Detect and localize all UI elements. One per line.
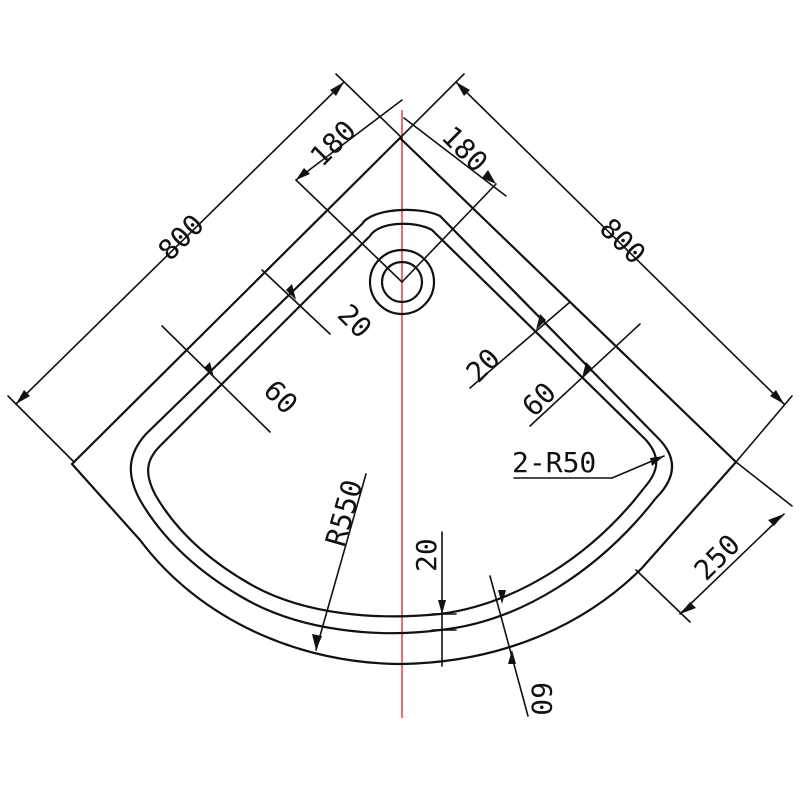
arrowhead <box>296 168 310 180</box>
arrowhead <box>680 602 696 614</box>
arrowhead <box>536 314 546 330</box>
dim-line-drain-right <box>403 117 507 197</box>
dim-line-wall-bottom <box>489 575 529 717</box>
arrowhead <box>438 600 446 614</box>
arrowhead <box>456 82 470 96</box>
arrowhead <box>508 650 516 664</box>
dim-line-rim-right <box>469 301 571 389</box>
drain-inner-ring <box>380 260 424 304</box>
dim-label-rim-left: 20 <box>331 298 378 345</box>
ext-line <box>735 461 793 507</box>
dim-label-width-left: 800 <box>152 208 211 267</box>
arrowhead <box>204 362 214 378</box>
arrowhead <box>312 634 322 650</box>
ext-line <box>335 73 403 139</box>
arrowhead <box>286 284 296 300</box>
arrowhead <box>16 390 30 404</box>
ext-line <box>635 569 691 623</box>
dim-line-drain-left <box>295 99 403 181</box>
dim-label-wall-left: 60 <box>257 374 304 421</box>
arrowhead <box>482 170 496 184</box>
dim-label-corner-radius: 2-R50 <box>512 446 596 479</box>
arrowhead <box>582 362 592 378</box>
arrowhead <box>650 456 664 466</box>
ext-line <box>399 73 465 139</box>
dim-label-front-radius: R550 <box>319 476 369 550</box>
drain-outer-ring <box>368 248 436 316</box>
dim-label-drain-left: 180 <box>304 114 363 173</box>
dim-line-side-length <box>679 513 785 615</box>
dim-line-width-left <box>15 81 345 405</box>
dim-label-side-length: 250 <box>688 528 747 587</box>
ext-line <box>7 395 75 463</box>
arrowhead <box>498 590 506 604</box>
ext-line <box>735 395 793 463</box>
dim-line-wall-left <box>161 325 271 433</box>
dim-label-drain-right: 180 <box>435 120 494 179</box>
dim-label-wall-right: 60 <box>516 376 563 423</box>
arrowhead <box>330 82 344 96</box>
dim-line-rim-left <box>261 269 331 335</box>
arrowhead <box>768 514 784 526</box>
ext-line <box>401 183 497 283</box>
tray-outer-outline <box>70 136 738 666</box>
dim-label-wall-bottom: 60 <box>525 682 558 716</box>
dim-label-rim-right: 20 <box>460 342 507 389</box>
ext-line <box>295 179 403 283</box>
dim-label-rim-bottom: 20 <box>410 538 443 572</box>
dim-leader-front-radius <box>315 473 367 651</box>
dim-label-width-right: 800 <box>593 212 652 271</box>
arrowhead <box>770 390 784 404</box>
dim-line-width-right <box>455 81 785 405</box>
